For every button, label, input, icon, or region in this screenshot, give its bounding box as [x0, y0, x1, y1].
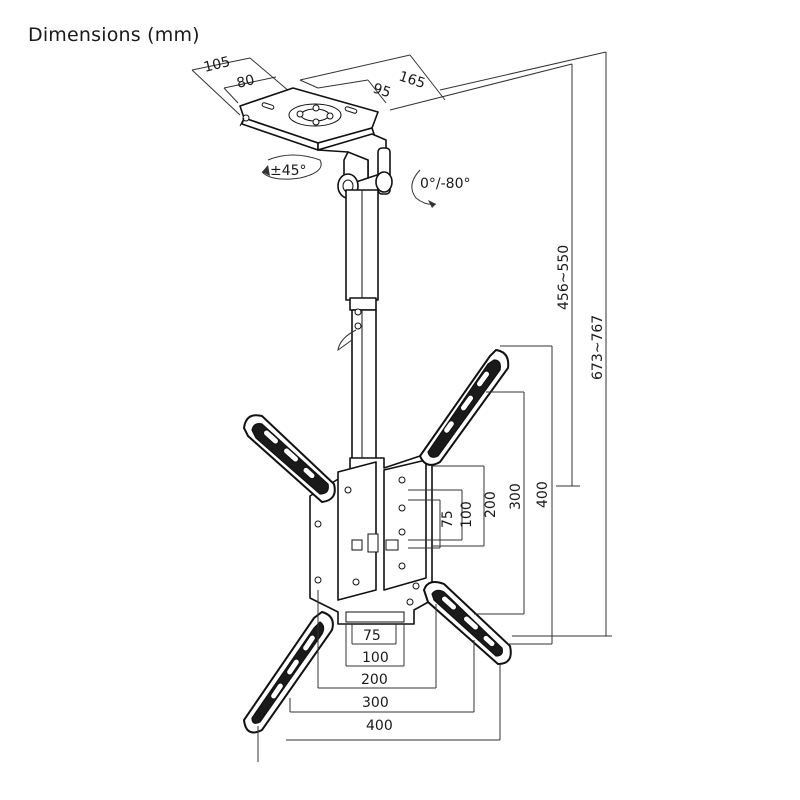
drop-total-label: 673~767 [590, 315, 606, 380]
vesa-h-200: 200 [361, 672, 388, 688]
tilt-angle-label: 0°/-80° [420, 176, 471, 192]
ceiling-plate [239, 87, 379, 151]
vesa-v-100: 100 [459, 501, 475, 528]
tilt-rotation-arrow [411, 169, 437, 208]
vesa-vertical-lines [408, 345, 553, 645]
vesa-h-100: 100 [362, 650, 389, 666]
top-dimension-lines [191, 54, 446, 116]
vesa-v-300: 300 [508, 483, 524, 510]
dim-105-label: 105 [202, 54, 232, 76]
drop-pole-label: 456~550 [556, 245, 572, 310]
dim-95-label: 95 [371, 81, 393, 102]
swivel-rotation-arrow [261, 154, 322, 180]
vesa-v-400: 400 [535, 481, 551, 508]
vesa-horizontal-lines [257, 590, 501, 762]
vesa-h-400: 400 [366, 718, 393, 734]
vesa-h-300: 300 [362, 695, 389, 711]
vesa-v-75: 75 [440, 510, 456, 528]
arm-lower-right [422, 581, 512, 666]
dim-165-label: 165 [397, 69, 427, 92]
dim-80-label: 80 [235, 72, 256, 92]
arm-upper-right [418, 348, 510, 466]
arm-upper-left [242, 414, 336, 504]
vesa-v-200: 200 [483, 491, 499, 518]
swivel-angle-label: ±45° [270, 163, 307, 179]
tv-plate [309, 451, 433, 625]
telescopic-pole [337, 189, 379, 461]
vesa-h-75: 75 [363, 628, 381, 644]
arm-lower-left [242, 610, 334, 734]
height-dimension-lines [389, 51, 612, 637]
diagram-title: Dimensions (mm) [28, 24, 200, 46]
